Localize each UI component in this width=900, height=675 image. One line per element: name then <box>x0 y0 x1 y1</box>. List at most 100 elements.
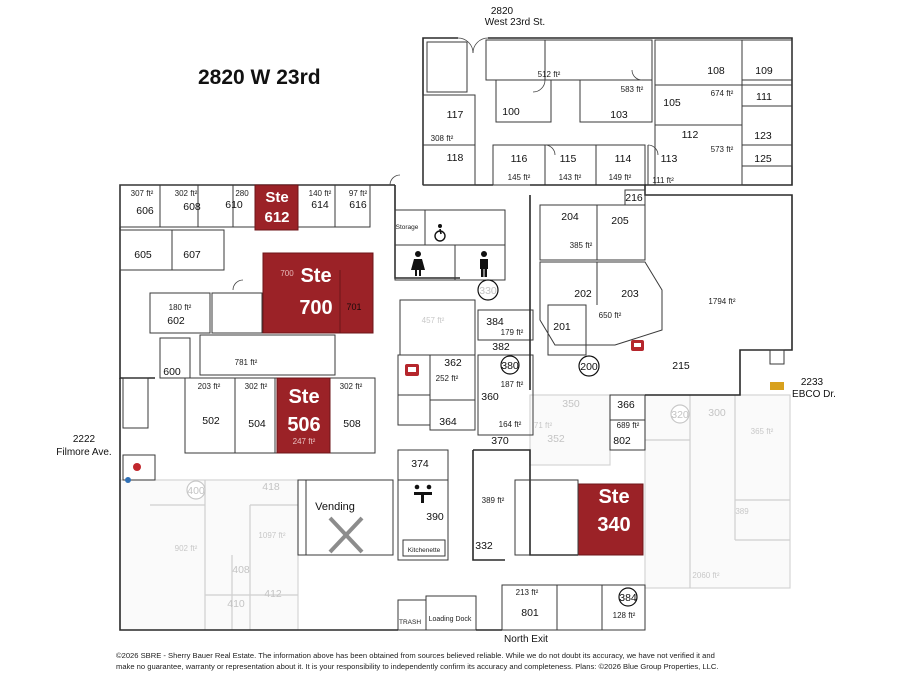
room-412: 412 <box>264 588 282 600</box>
area-71: 71 ft² <box>534 421 553 430</box>
room-123: 123 <box>754 130 772 142</box>
area-308: 308 ft² <box>431 134 454 143</box>
room-330: 366 <box>617 399 635 411</box>
area-143: 143 ft² <box>559 173 582 182</box>
room-380: 364 <box>439 416 457 428</box>
area-252: 252 ft² <box>436 374 459 383</box>
area-2060: 2060 ft² <box>692 571 719 580</box>
vending-area: Vending <box>297 479 394 556</box>
room-610: 610 <box>225 199 243 211</box>
room-374: 390 <box>426 511 444 523</box>
block-300s: 374 390 Kitchenette 389 ft² 332 366 689 … <box>397 394 646 561</box>
trash-label: TRASH <box>399 619 421 626</box>
room-352: 352 <box>547 433 565 445</box>
room-200: 200 <box>580 361 598 373</box>
room-202: 202 <box>574 288 592 300</box>
area-149: 149 ft² <box>609 173 632 182</box>
area-1097: 1097 ft² <box>258 531 285 540</box>
room-115: 115 <box>560 153 577 165</box>
room-408: 408 <box>232 564 250 576</box>
svg-text:612: 612 <box>264 209 289 226</box>
suite-506[interactable]: Ste 506 247 ft² <box>276 377 331 454</box>
area-781: 781 ft² <box>235 358 258 367</box>
area-164: 164 ft² <box>499 420 522 429</box>
fork-knife-icon <box>328 516 364 554</box>
room-802: 801 <box>521 607 539 619</box>
room-382: 362 <box>444 357 462 369</box>
room-384: 382 <box>492 341 510 353</box>
area-302-508: 302 ft² <box>340 382 363 391</box>
suite-700[interactable]: 700 701 Ste 700 <box>262 252 374 334</box>
room-118: 118 <box>447 152 464 164</box>
svg-text:Ste: Ste <box>288 386 319 408</box>
room-360: 380 <box>501 360 519 372</box>
area-302-504: 302 ft² <box>245 382 268 391</box>
room-300: 300 <box>708 407 726 419</box>
suite-612[interactable]: Ste 612 <box>254 184 299 231</box>
svg-text:Ste: Ste <box>300 265 331 287</box>
room-410: 410 <box>227 598 245 610</box>
room-400: 400 <box>187 485 205 497</box>
room-205: 205 <box>611 215 629 227</box>
room-366: 332 <box>475 540 493 552</box>
room-203: 203 <box>621 288 639 300</box>
room-125: 125 <box>754 153 772 165</box>
room-801: 384 <box>619 592 637 604</box>
area-213: 213 ft² <box>516 588 539 597</box>
mens-restroom-icon <box>480 251 488 277</box>
east-street-number: 2233 <box>801 377 824 388</box>
room-114: 114 <box>615 153 632 165</box>
room-116: 116 <box>511 153 528 165</box>
room-600: 600 <box>163 366 181 378</box>
room-606: 606 <box>136 205 154 217</box>
area-179: 179 ft² <box>501 328 524 337</box>
area-650: 650 ft² <box>599 311 622 320</box>
loading-dock-label: Loading Dock <box>429 616 472 623</box>
room-508: 508 <box>343 418 361 430</box>
fire-extinguisher-icon <box>125 463 141 483</box>
room-390: 330 <box>479 285 497 297</box>
central-core: 330 Storage 457 ft² 384 179 ft² 382 380 … <box>394 185 534 447</box>
vending-label: Vending <box>315 501 355 513</box>
room-332: 802 <box>613 435 631 447</box>
room-105: 105 <box>663 97 681 109</box>
room-602: 602 <box>167 315 185 327</box>
area-674: 674 ft² <box>711 89 734 98</box>
west-street-number: 2222 <box>73 434 96 445</box>
room-320: 320 <box>671 409 689 421</box>
disclaimer-line-2: make no guarantee, warranty or represent… <box>116 661 719 671</box>
room-614: 614 <box>311 199 329 211</box>
area-902: 902 ft² <box>175 544 198 553</box>
storage-label: Storage <box>396 224 419 231</box>
phone-icon-2 <box>631 340 644 351</box>
area-389: 389 ft² <box>482 496 505 505</box>
disclaimer-footer: ©2026 SBRE - Sherry Bauer Real Estate. T… <box>116 651 806 672</box>
room-100: 100 <box>502 106 520 118</box>
svg-text:247 ft²: 247 ft² <box>293 437 316 446</box>
room-109: 109 <box>755 65 773 77</box>
faded-east-zone: 320 300 350 352 365 ft² 71 ft² 2060 ft² … <box>529 394 791 589</box>
svg-text:340: 340 <box>597 514 630 536</box>
area-365: 365 ft² <box>751 427 774 436</box>
room-111: 111 <box>756 91 772 103</box>
north-exit-label: North Exit <box>504 634 548 645</box>
area-180: 180 ft² <box>169 303 192 312</box>
wheelchair-icon <box>434 224 446 242</box>
area-689: 689 ft² <box>617 421 640 430</box>
area-203: 203 ft² <box>198 382 221 391</box>
kitchenette-label: Kitchenette <box>408 547 441 554</box>
svg-text:700: 700 <box>299 297 332 319</box>
west-street-name: Filmore Ave. <box>56 447 111 458</box>
area-280: 280 <box>235 189 249 198</box>
phone-icon <box>405 364 419 376</box>
room-608: 608 <box>183 201 201 213</box>
room-350: 350 <box>562 398 580 410</box>
area-573: 573 ft² <box>711 145 734 154</box>
area-1794: 1794 ft² <box>708 297 735 306</box>
area-389-faded: 389 <box>735 507 749 516</box>
suite-340[interactable]: Ste 340 <box>577 483 644 556</box>
south-rooms: 384 213 ft² 801 128 ft² TRASH Loading Do… <box>125 463 646 645</box>
north-wing: 2820 West 23rd St. 512 ft² 583 ft² 108 1… <box>422 6 793 186</box>
area-302-608: 302 ft² <box>175 189 198 198</box>
area-457: 457 ft² <box>422 316 445 325</box>
